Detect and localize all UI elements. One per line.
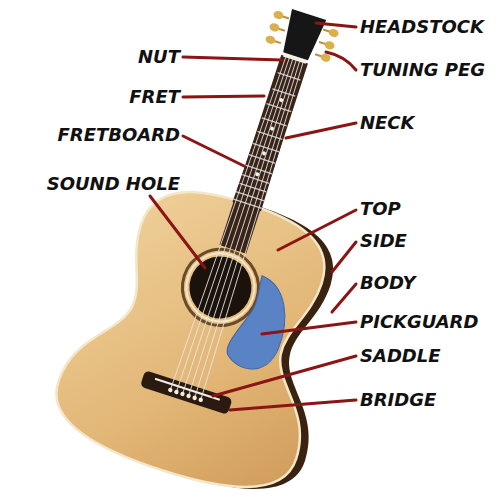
part-label: BRIDGE: [360, 390, 436, 410]
leader-lines: [150, 23, 356, 410]
part-label: NECK: [360, 113, 415, 133]
neck: [232, 55, 308, 212]
bridge-pins: [168, 387, 204, 402]
part-label: SOUND HOLE: [47, 174, 180, 194]
guitar-top: [42, 165, 366, 500]
frets: [233, 72, 303, 209]
part-label: BODY: [360, 273, 416, 293]
part-label: FRETBOARD: [58, 125, 180, 145]
strings: [170, 53, 310, 400]
part-label: NUT: [138, 47, 180, 67]
part-label: TOP: [360, 199, 401, 219]
fretboard: [219, 55, 307, 254]
part-label: SADDLE: [360, 346, 441, 366]
bridge: [140, 370, 233, 415]
saddle: [155, 379, 220, 400]
part-label: FRET: [129, 87, 180, 107]
tuning-pegs: [264, 10, 339, 63]
part-label: SIDE: [360, 231, 407, 251]
headstock: [278, 9, 326, 62]
part-label: PICKGUARD: [360, 312, 478, 332]
fret-markers: [255, 98, 284, 177]
part-label: HEADSTOCK: [360, 17, 484, 37]
part-label: TUNING PEG: [360, 60, 485, 80]
